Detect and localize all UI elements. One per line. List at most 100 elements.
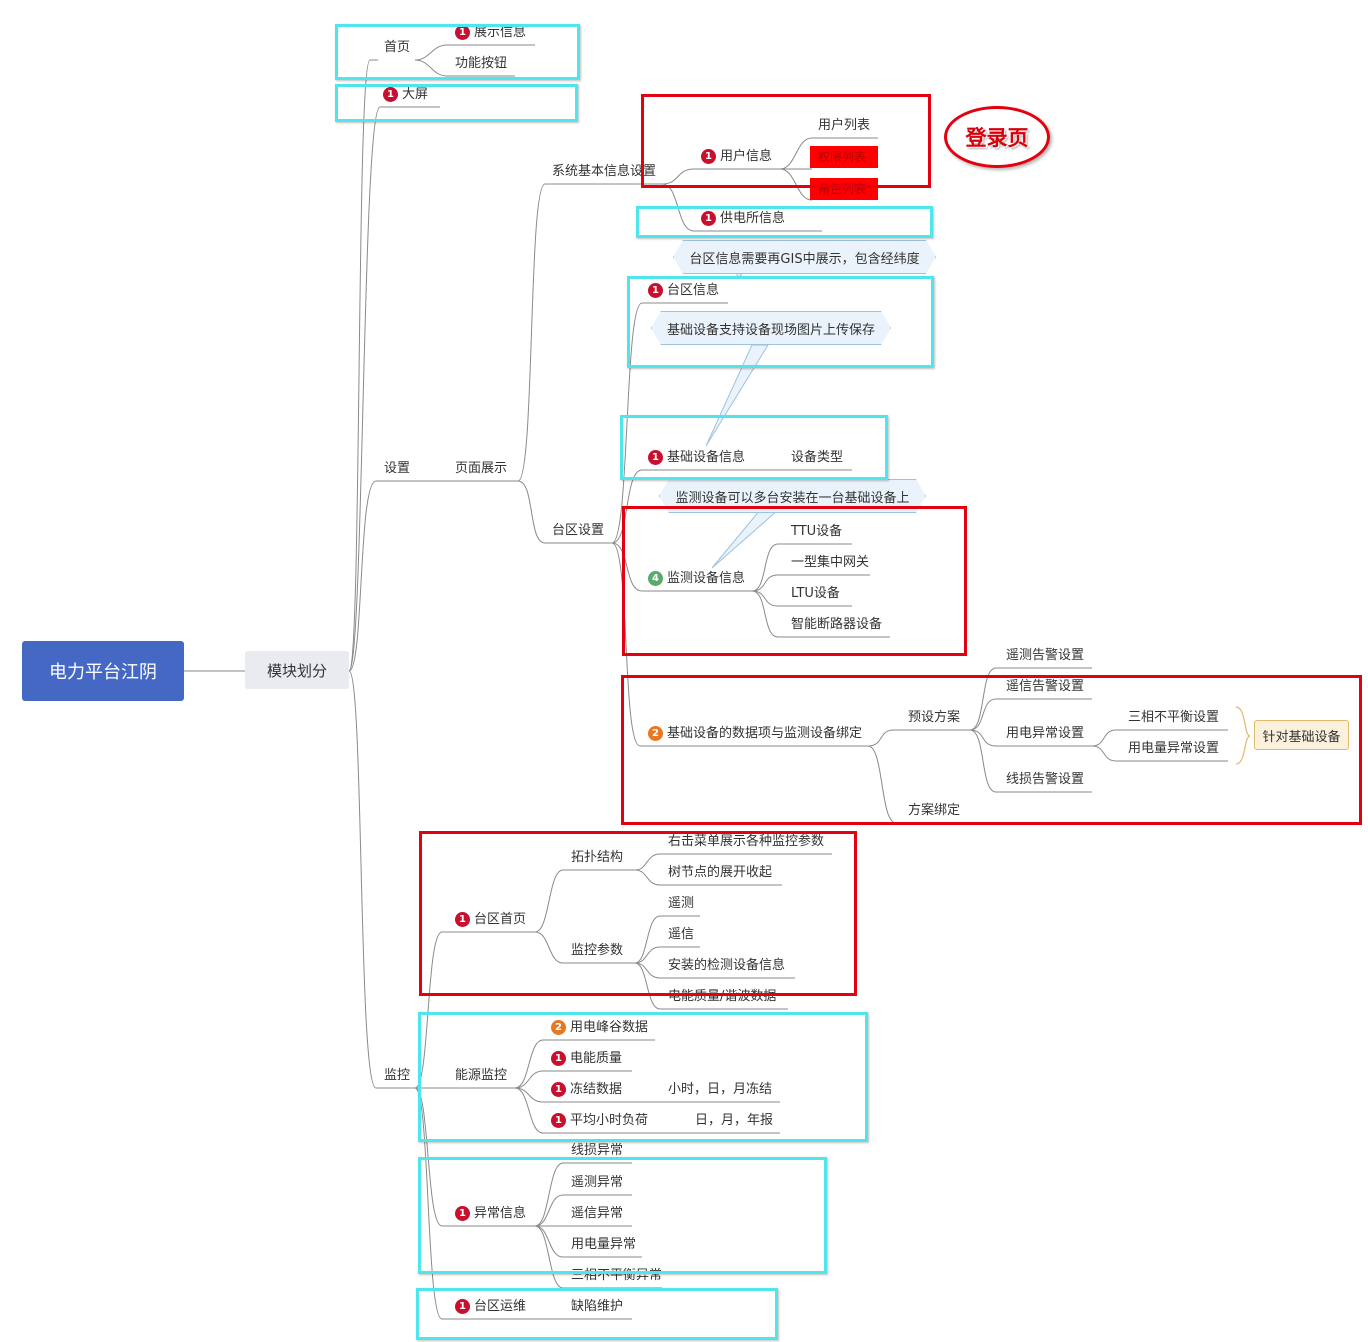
topic-telemetry-alarm[interactable]: 遥测告警设置	[1006, 648, 1085, 663]
topic-line-loss-alarm[interactable]: 线损告警设置	[1006, 772, 1085, 787]
topic-label: 异常信息	[474, 1206, 527, 1221]
topic-system-basic-settings[interactable]: 系统基本信息设置	[552, 164, 657, 179]
topic-user-info[interactable]: 1 用户信息	[701, 148, 772, 166]
topic-avg-load-detail[interactable]: 日，月，年报	[695, 1113, 774, 1128]
priority-badge: 1	[648, 450, 663, 465]
priority-badge: 1	[551, 1113, 566, 1128]
topic-label: 监测设备信息	[667, 571, 746, 586]
topic-ltu-device[interactable]: LTU设备	[791, 586, 840, 601]
topic-home[interactable]: 首页	[384, 40, 411, 55]
topic-label: 供电所信息	[720, 211, 786, 226]
topic-label: 台区首页	[474, 912, 527, 927]
login-page-stamp: 登录页	[944, 106, 1050, 168]
topic-line-loss-abnormal[interactable]: 线损异常	[571, 1143, 624, 1158]
topic-label: 用户信息	[720, 149, 773, 164]
topic-page-display[interactable]: 页面展示	[455, 461, 508, 476]
topic-label: 基础设备信息	[667, 450, 746, 465]
highlight-box-user-info	[641, 94, 931, 188]
highlight-box-basic-device	[620, 415, 888, 480]
topic-label: 平均小时负荷	[570, 1113, 649, 1128]
topic-label: 展示信息	[474, 25, 527, 40]
topic-label: 用电峰谷数据	[570, 1020, 649, 1035]
topic-telesignal[interactable]: 遥信	[668, 927, 695, 942]
topic-frozen-detail[interactable]: 小时，日，月冻结	[668, 1082, 773, 1097]
topic-monitor-params[interactable]: 监控参数	[571, 943, 624, 958]
topic-label: 大屏	[402, 87, 429, 102]
topic-power-abnormal[interactable]: 用电异常设置	[1006, 726, 1085, 741]
highlight-box-binding	[621, 675, 1362, 825]
priority-badge: 1	[648, 283, 663, 298]
priority-badge: 1	[455, 1299, 470, 1314]
topic-monitor[interactable]: 监控	[384, 1068, 411, 1083]
topic-display-info[interactable]: 1 展示信息	[455, 24, 526, 42]
topic-power-quality[interactable]: 1 电能质量	[551, 1050, 622, 1068]
highlight-box-monitor-device	[622, 506, 967, 656]
topic-breaker-device[interactable]: 智能断路器设备	[791, 617, 883, 632]
topic-label: 电能质量	[570, 1051, 623, 1066]
highlight-box-energy-monitor	[418, 1012, 868, 1142]
topic-avg-load[interactable]: 1 平均小时负荷	[551, 1112, 648, 1130]
topic-device-type[interactable]: 设备类型	[791, 450, 844, 465]
topic-binding[interactable]: 2 基础设备的数据项与监测设备绑定	[648, 725, 862, 743]
topic-area-info[interactable]: 1 台区信息	[648, 282, 719, 300]
topic-telemetry[interactable]: 遥测	[668, 896, 695, 911]
topic-peak-valley[interactable]: 2 用电峰谷数据	[551, 1019, 648, 1037]
highlight-box-area-ops	[416, 1288, 778, 1340]
topic-function-buttons[interactable]: 功能按钮	[455, 56, 508, 71]
topic-basic-device-info[interactable]: 1 基础设备信息	[648, 449, 745, 467]
callout-gis[interactable]: 台区信息需要再GIS中展示，包含经纬度	[673, 240, 936, 274]
priority-badge: 2	[648, 726, 663, 741]
redacted-item-1[interactable]: 权限列表	[810, 146, 878, 168]
topic-abnormal-info[interactable]: 1 异常信息	[455, 1205, 526, 1223]
priority-badge: 1	[551, 1051, 566, 1066]
topic-plan-binding[interactable]: 方案绑定	[908, 803, 961, 818]
topic-consumption-abnormal-item[interactable]: 用电量异常	[571, 1237, 637, 1252]
topic-telemetry-abnormal[interactable]: 遥测异常	[571, 1175, 624, 1190]
priority-badge: 1	[455, 1206, 470, 1221]
priority-badge: 2	[551, 1020, 566, 1035]
priority-badge: 1	[455, 912, 470, 927]
topic-unbalance-setting[interactable]: 三相不平衡设置	[1128, 710, 1220, 725]
topic-right-click-menu[interactable]: 右击菜单展示各种监控参数	[668, 834, 825, 849]
priority-badge: 4	[648, 571, 663, 586]
topic-label: 基础设备的数据项与监测设备绑定	[667, 726, 863, 741]
topic-power-quality-harmonic[interactable]: 电能质量/谐波数据	[668, 989, 777, 1004]
boundary-label-basic-device[interactable]: 针对基础设备	[1254, 720, 1349, 750]
topic-telesignal-abnormal[interactable]: 遥信异常	[571, 1206, 624, 1221]
topic-tree-expand[interactable]: 树节点的展开收起	[668, 865, 773, 880]
topic-area-ops[interactable]: 1 台区运维	[455, 1298, 526, 1316]
topic-installed-device-info[interactable]: 安装的检测设备信息	[668, 958, 786, 973]
highlight-box-substation	[636, 206, 933, 238]
priority-badge: 1	[701, 211, 716, 226]
callout-photo-upload[interactable]: 基础设备支持设备现场图片上传保存	[651, 311, 891, 345]
topic-ttu-device[interactable]: TTU设备	[791, 524, 843, 539]
topic-monitor-device-info[interactable]: 4 监测设备信息	[648, 570, 745, 588]
highlight-box-home	[335, 24, 580, 80]
highlight-box-area-info	[627, 276, 934, 368]
topic-label: 台区运维	[474, 1299, 527, 1314]
highlight-box-bigscreen	[335, 84, 578, 122]
priority-badge: 1	[455, 25, 470, 40]
topic-consumption-abnormal[interactable]: 用电量异常设置	[1128, 741, 1220, 756]
root-topic[interactable]: 电力平台江阴	[22, 641, 184, 701]
topic-settings[interactable]: 设置	[384, 461, 411, 476]
topic-label: 冻结数据	[570, 1082, 623, 1097]
topic-preset-plan[interactable]: 预设方案	[908, 710, 961, 725]
topic-area-home[interactable]: 1 台区首页	[455, 911, 526, 929]
topic-frozen-data[interactable]: 1 冻结数据	[551, 1081, 622, 1099]
topic-defect-maintenance[interactable]: 缺陷维护	[571, 1299, 624, 1314]
topic-telesignal-alarm[interactable]: 遥信告警设置	[1006, 679, 1085, 694]
main-topic-module-division[interactable]: 模块划分	[245, 651, 349, 689]
highlight-box-area-home	[419, 831, 857, 996]
topic-area-settings[interactable]: 台区设置	[552, 523, 605, 538]
topic-topology[interactable]: 拓扑结构	[571, 850, 624, 865]
topic-energy-monitor[interactable]: 能源监控	[455, 1068, 508, 1083]
highlight-box-abnormal	[418, 1157, 827, 1274]
priority-badge: 1	[551, 1082, 566, 1097]
topic-user-list[interactable]: 用户列表	[818, 118, 871, 133]
topic-label: 台区信息	[667, 283, 720, 298]
priority-badge: 1	[701, 149, 716, 164]
topic-gateway[interactable]: 一型集中网关	[791, 555, 870, 570]
topic-substation-info[interactable]: 1 供电所信息	[701, 210, 785, 228]
